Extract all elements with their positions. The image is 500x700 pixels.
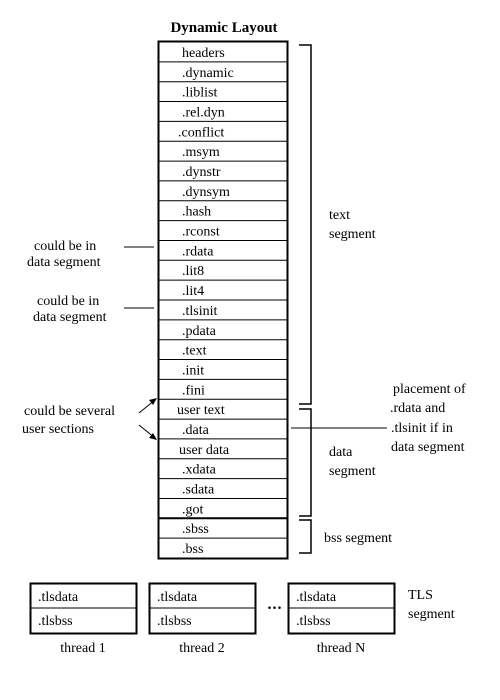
- tls-row-tlsbss: .tlsbss: [38, 614, 73, 629]
- diagram-title: Dynamic Layout: [170, 20, 277, 36]
- data-segment-bracket: [299, 408, 312, 517]
- thread-label: thread 1: [60, 641, 105, 656]
- section-msym: .msym: [182, 145, 220, 160]
- placement-note-line-1: placement of: [393, 382, 466, 397]
- section-rdata: .rdata: [182, 244, 214, 259]
- section-lit4: .lit4: [182, 284, 204, 299]
- placement-note-line-4: data segment: [391, 440, 465, 455]
- text-segment-label-line-2: segment: [329, 227, 376, 242]
- tls-row-tlsbss: .tlsbss: [157, 614, 192, 629]
- thread-2-tls-block: .tlsdata .tlsbss thread 2: [148, 582, 257, 656]
- bss-segment-label: bss segment: [324, 531, 392, 546]
- section-dynsym: .dynsym: [182, 185, 230, 200]
- section-tlsinit: .tlsinit: [182, 304, 218, 319]
- section-text: .text: [182, 344, 207, 359]
- section-dynamic: .dynamic: [182, 66, 234, 81]
- section-headers: headers: [182, 46, 225, 61]
- placement-note-line-3: .tlsinit if in: [391, 421, 453, 436]
- tls-blocks: .tlsdata .tlsbss thread 1 .tlsdata .tlsbss th…: [29, 582, 396, 656]
- user-text-arrowhead: [149, 398, 157, 405]
- thread-label: thread N: [317, 641, 366, 656]
- text-segment-bracket: [299, 44, 312, 405]
- tlsinit-note-line-2: data segment: [33, 310, 107, 325]
- section-sdata: .sdata: [182, 483, 215, 498]
- data-segment-label-line-2: segment: [329, 464, 376, 479]
- section-user-data: user data: [179, 443, 230, 458]
- section-stack: headers .dynamic .liblist .rel.dyn .conflict…: [159, 46, 287, 557]
- thread-label: thread 2: [179, 641, 224, 656]
- tls-segment-label-line-2: segment: [408, 607, 455, 622]
- tls-row-tlsbss: .tlsbss: [296, 614, 331, 629]
- section-user-text: user text: [177, 403, 225, 418]
- section-fini: .fini: [182, 383, 205, 398]
- rdata-note-line-2: data segment: [27, 255, 101, 270]
- section-pdata: .pdata: [182, 324, 217, 339]
- section-lit8: .lit8: [182, 264, 204, 279]
- section-liblist: .liblist: [182, 86, 218, 101]
- user-sections-note-line-1: could be several: [24, 404, 115, 419]
- section-rconst: .rconst: [182, 225, 220, 240]
- section-conflict: .conflict: [178, 125, 224, 140]
- section-hash: .hash: [182, 205, 211, 220]
- user-data-arrowhead: [149, 433, 157, 440]
- data-segment-label-line-1: data: [329, 445, 353, 460]
- thread-ellipsis: ...: [268, 596, 283, 613]
- tls-row-tlsdata: .tlsdata: [296, 590, 337, 605]
- text-segment-label-line-1: text: [329, 208, 350, 223]
- section-rel-dyn: .rel.dyn: [182, 105, 225, 120]
- section-dynstr: .dynstr: [182, 165, 221, 180]
- section-got: .got: [182, 502, 204, 517]
- section-bss: .bss: [182, 542, 203, 557]
- tls-row-tlsdata: .tlsdata: [157, 590, 198, 605]
- bss-segment-bracket: [299, 519, 312, 554]
- section-sbss: .sbss: [182, 522, 209, 537]
- section-init: .init: [182, 363, 204, 378]
- layout-stack-box: [157, 40, 289, 560]
- section-data: .data: [182, 423, 210, 438]
- user-sections-note-line-2: user sections: [22, 422, 94, 437]
- tls-segment-label-line-1: TLS: [408, 588, 433, 603]
- tlsinit-note-line-1: could be in: [37, 294, 99, 309]
- thread-1-tls-block: .tlsdata .tlsbss thread 1: [29, 582, 138, 656]
- tls-row-tlsdata: .tlsdata: [38, 590, 79, 605]
- placement-note-line-2: .rdata and: [390, 401, 445, 416]
- section-xdata: .xdata: [182, 463, 217, 478]
- rdata-note-line-1: could be in: [34, 239, 96, 254]
- thread-3-tls-block: .tlsdata .tlsbss thread N: [287, 582, 396, 656]
